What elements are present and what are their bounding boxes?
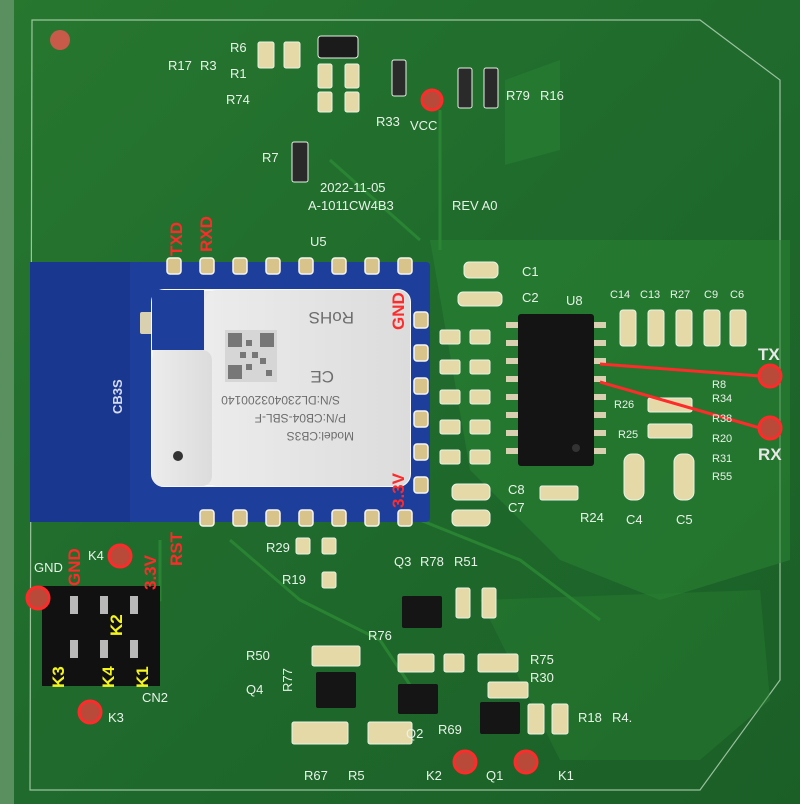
svg-text:Q1: Q1 [486, 768, 503, 783]
svg-text:C4: C4 [626, 512, 643, 527]
svg-text:C9: C9 [704, 289, 718, 301]
k2-test-point [452, 749, 478, 775]
rxd-label: RXD [197, 216, 216, 252]
svg-text:R18: R18 [578, 710, 602, 725]
svg-text:GND: GND [34, 560, 63, 575]
svg-text:R26: R26 [614, 399, 634, 411]
mounting-hole [50, 30, 70, 50]
svg-text:Q2: Q2 [406, 726, 423, 741]
header-k2-label: K2 [107, 614, 126, 636]
svg-text:R67: R67 [304, 768, 328, 783]
svg-text:R16: R16 [540, 88, 564, 103]
svg-text:R76: R76 [368, 628, 392, 643]
svg-text:C1: C1 [522, 264, 539, 279]
svg-text:R30: R30 [530, 670, 554, 685]
header-gnd-point [25, 585, 51, 611]
svg-text:R25: R25 [618, 429, 638, 441]
header-cn2 [42, 586, 160, 686]
tx-wire [599, 362, 761, 378]
rx-wire [599, 380, 761, 430]
svg-text:K1: K1 [558, 768, 574, 783]
ce-mark: CE [310, 367, 334, 386]
svg-text:R69: R69 [438, 722, 462, 737]
header-k1-label: K1 [133, 666, 152, 688]
svg-text:K3: K3 [108, 710, 124, 725]
svg-text:R7: R7 [262, 150, 279, 165]
tx-label: TX [758, 345, 780, 364]
svg-text:VCC: VCC [410, 118, 437, 133]
svg-text:S/N:DL23040320014​0: S/N:DL23040320014​0 [221, 393, 340, 407]
svg-text:R6: R6 [230, 40, 247, 55]
rst-label: RST [167, 531, 186, 566]
svg-text:Q3: Q3 [394, 554, 411, 569]
svg-text:R55: R55 [712, 471, 732, 483]
silkscreen-labels: R6 R17 R3 R1 R74 R33 VCC R79 R16 R7 C1 C… [34, 40, 744, 783]
svg-text:R8: R8 [712, 379, 726, 391]
tx-test-point [757, 363, 783, 389]
svg-text:CE: CE [310, 367, 334, 386]
svg-text:K2: K2 [426, 768, 442, 783]
board-date: 2022-11-05 [320, 180, 386, 195]
svg-text:R75: R75 [530, 652, 554, 667]
module-gnd-label: GND [389, 292, 408, 330]
svg-text:C13: C13 [640, 289, 660, 301]
module-3v3-label: 3.3V [389, 472, 408, 508]
svg-text:R51: R51 [454, 554, 478, 569]
k1-test-point [513, 749, 539, 775]
svg-text:R4.: R4. [612, 710, 632, 725]
svg-text:C6: C6 [730, 289, 744, 301]
cb3s-module: CE RoHS S/N:DL23040320014​0 P/N:CB04-SBL… [30, 257, 430, 527]
svg-text:R5: R5 [348, 768, 365, 783]
svg-text:Model:CB3S: Model:CB3S [287, 429, 354, 443]
module-designator: U5 [310, 234, 327, 249]
svg-text:K4: K4 [88, 548, 104, 563]
header-3v3-label: 3.3V [141, 554, 160, 590]
svg-text:R79: R79 [506, 88, 530, 103]
txd-label: TXD [167, 222, 186, 256]
k3-test-point [77, 699, 103, 725]
svg-text:R33: R33 [376, 114, 400, 129]
svg-text:Q4: Q4 [246, 682, 263, 697]
svg-text:C8: C8 [508, 482, 525, 497]
svg-text:R3: R3 [200, 58, 217, 73]
svg-text:C5: C5 [676, 512, 693, 527]
svg-text:R50: R50 [246, 648, 270, 663]
connector-designator: CN2 [142, 690, 168, 705]
ic-designator: U8 [566, 293, 583, 308]
header-k4-label: K4 [99, 666, 118, 688]
rx-label: RX [758, 445, 782, 464]
svg-text:R74: R74 [226, 92, 250, 107]
svg-text:R27: R27 [670, 289, 690, 301]
qr-code [225, 330, 277, 382]
svg-text:R31: R31 [712, 453, 732, 465]
board-rev: REV A0 [452, 198, 498, 213]
svg-text:R17: R17 [168, 58, 192, 73]
svg-text:R24: R24 [580, 510, 604, 525]
module-name: CB3S [110, 379, 125, 414]
svg-text:R29: R29 [266, 540, 290, 555]
passive-components [257, 35, 747, 745]
svg-text:R1: R1 [230, 66, 247, 81]
board-part-no: A-1011CW4B3 [308, 198, 394, 213]
module-pin1-dot [173, 451, 183, 461]
svg-text:R20: R20 [712, 433, 732, 445]
rx-test-point [757, 415, 783, 441]
vcc-test-point [420, 88, 444, 112]
svg-text:R34: R34 [712, 393, 732, 405]
svg-text:R19: R19 [282, 572, 306, 587]
svg-text:C2: C2 [522, 290, 539, 305]
svg-text:C7: C7 [508, 500, 525, 515]
svg-text:R77: R77 [280, 668, 295, 692]
header-k3-label: K3 [49, 666, 68, 688]
u8-ic [506, 314, 606, 466]
svg-text:RoHS: RoHS [309, 308, 354, 327]
svg-text:C14: C14 [610, 289, 630, 301]
svg-text:P/N:CB04-SBL-F: P/N:CB04-SBL-F [255, 411, 346, 425]
header-gnd-label: GND [65, 548, 84, 586]
header-3v3-point [107, 543, 133, 569]
svg-text:R38: R38 [712, 413, 732, 425]
svg-text:R78: R78 [420, 554, 444, 569]
